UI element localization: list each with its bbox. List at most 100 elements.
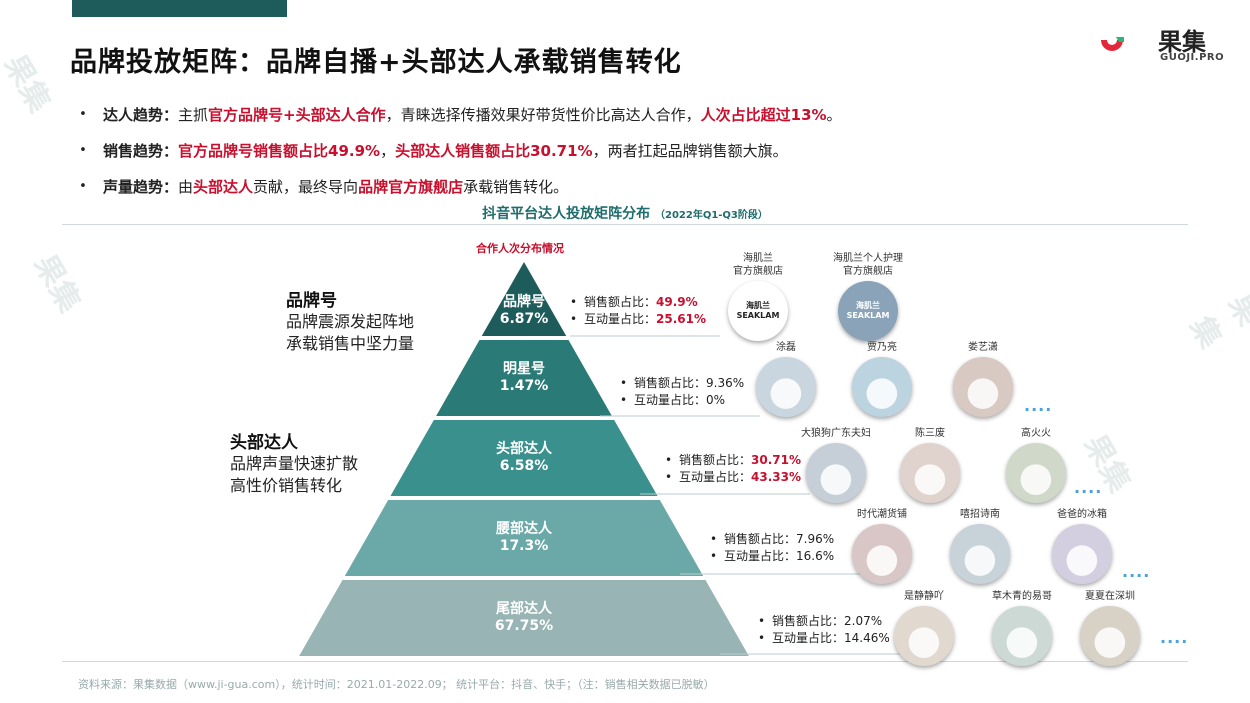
interaction-share-value: 0% [706,393,726,407]
account-name: 高火火 [1021,428,1051,439]
interaction-share-row: • 互动量占比：16.6% [710,548,834,565]
level-stat-box: •销售额占比：49.9%•互动量占比：25.61% [570,294,706,328]
bullet-text: ，青睐选择传播效果好带货性价比高达人合作， [385,105,701,124]
interaction-share-label: 互动量占比： [634,393,707,407]
sales-share-label: 销售额占比： [724,532,797,546]
bullet-label: 声量趋势： [103,177,179,196]
stat-dot: • [570,312,578,326]
more-dots: .... [1024,396,1053,415]
level-name: 尾部达人 [496,601,552,617]
level-name: 头部达人 [496,441,552,457]
bullet-text: 贡献，最终导向 [253,177,359,196]
influencer-avatar: ● [894,606,954,666]
person-icon: ● [906,617,942,663]
person-icon: ● [912,454,948,500]
bullet-list: •达人趋势：主抓官方品牌号+头部达人合作，青睐选择传播效果好带货性价比高达人合作… [75,96,1175,204]
interaction-share-value: 16.6% [796,549,835,563]
interaction-share-label: 互动量占比： [772,631,845,645]
chart-bottom-divider [62,661,1188,662]
chart-period: （2022年Q1-Q3阶段） [654,210,768,221]
person-icon: ● [1092,617,1128,663]
bullet-highlight: 官方品牌号销售额占比49.9% [178,141,381,160]
bullet-highlight: 官方品牌号+头部达人合作 [208,105,386,124]
level-stat-box: •销售额占比：9.36%•互动量占比：0% [620,375,744,409]
more-dots: .... [1074,478,1103,497]
person-icon: ● [864,368,900,414]
brand-line: 承载销售中坚力量 [286,334,415,353]
bullet-text: ，两者扛起品牌销售额大旗。 [592,141,788,160]
person-icon: ● [818,454,854,500]
influencer-avatar: ● [1052,524,1112,584]
chart-title-text: 抖音平台达人投放矩阵分布 [482,206,651,222]
sales-share-label: 销售额占比： [772,614,845,628]
sales-share-row: •销售额占比：2.07% [758,613,890,630]
influencer-avatar: ● [950,524,1010,584]
stat-dot: • [620,393,628,407]
bullet-item: •声量趋势：由头部达人贡献，最终导向品牌官方旗舰店承载销售转化。 [75,168,1175,204]
influencer-avatar: ● [900,443,960,503]
level-name: 腰部达人 [496,521,552,537]
influencer-avatar: ● [953,357,1013,417]
level-stat-box: •销售额占比：2.07%•互动量占比：14.46% [758,613,890,647]
head-description: 头部达人 品牌声量快速扩散 高性价销售转化 [230,428,358,497]
account-name: 爸爸的冰箱 [1057,509,1107,520]
interaction-share-row: •互动量占比：14.46% [758,630,890,647]
bullet-dot: • [79,142,87,158]
account-name: 草木青的易哥 [992,591,1052,602]
interaction-share-value: 43.33% [751,470,801,484]
person-icon: ● [1018,454,1054,500]
influencer-avatar: ● [756,357,816,417]
sales-share-label: 销售额占比： [584,295,657,309]
person-icon: ● [768,368,804,414]
stat-dot: • [710,532,718,546]
level-share: 67.75% [494,618,554,634]
pyramid-subtitle: 合作人次分布情况 [476,242,564,255]
brand-line: 品牌震源发起阵地 [286,312,415,331]
watermark: 果集 [26,249,88,319]
account-name: 海肌兰官方旗舰店 [733,253,783,277]
guoji-logo [1101,37,1124,51]
more-dots: .... [1122,562,1151,581]
footer-source: 资料来源：果集数据（www.ji-gua.com），统计时间：2021.01-2… [78,678,715,691]
bullet-item: •达人趋势：主抓官方品牌号+头部达人合作，青睐选择传播效果好带货性价比高达人合作… [75,96,1175,132]
influencer-avatar: ● [1080,606,1140,666]
stat-dot: • [620,376,628,390]
sales-share-label: 销售额占比： [679,453,752,467]
stat-dot: • [758,631,766,645]
sales-share-value: 30.71% [751,453,801,467]
bullet-highlight: 人次占比超过13% [700,105,827,124]
bullet-highlight: 品牌官方旗舰店 [358,177,464,196]
account-name: 陈三废 [915,428,945,439]
logo-sub: GUOJI.PRO [1160,52,1225,63]
interaction-share-row: • 互动量占比：0% [620,392,744,409]
influencer-avatar: ● [1006,443,1066,503]
logo-name: 果集 [1158,28,1206,56]
bullet-text: 主抓 [178,105,209,124]
influencer-avatar: ● [852,524,912,584]
top-accent-bar [72,0,287,17]
interaction-share-label: 互动量占比： [724,549,797,563]
level-stat-box: •销售额占比：30.71%•互动量占比：43.33% [665,452,801,486]
bullet-text: ， [380,141,396,160]
stat-dot: • [665,470,673,484]
stat-dot: • [758,614,766,628]
bullet-highlight: 头部达人销售额占比30.71% [395,141,593,160]
chart-title: 抖音平台达人投放矩阵分布 （2022年Q1-Q3阶段） [0,203,1250,223]
head-heading: 头部达人 [230,433,298,453]
level-share: 1.47% [499,378,549,394]
influencer-avatar: ● [992,606,1052,666]
person-icon: ● [962,535,998,581]
person-icon: ● [864,535,900,581]
level-share: 17.3% [499,538,549,554]
interaction-share-label: 互动量占比： [679,470,752,484]
page-title: 品牌投放矩阵：品牌自播+头部达人承载销售转化 [70,47,682,78]
sales-share-row: •销售额占比：49.9% [570,294,706,311]
interaction-share-row: •互动量占比：25.61% [570,311,706,328]
influencer-avatar: ● [852,357,912,417]
stat-dot: • [710,549,718,563]
level-share: 6.58% [499,458,549,474]
